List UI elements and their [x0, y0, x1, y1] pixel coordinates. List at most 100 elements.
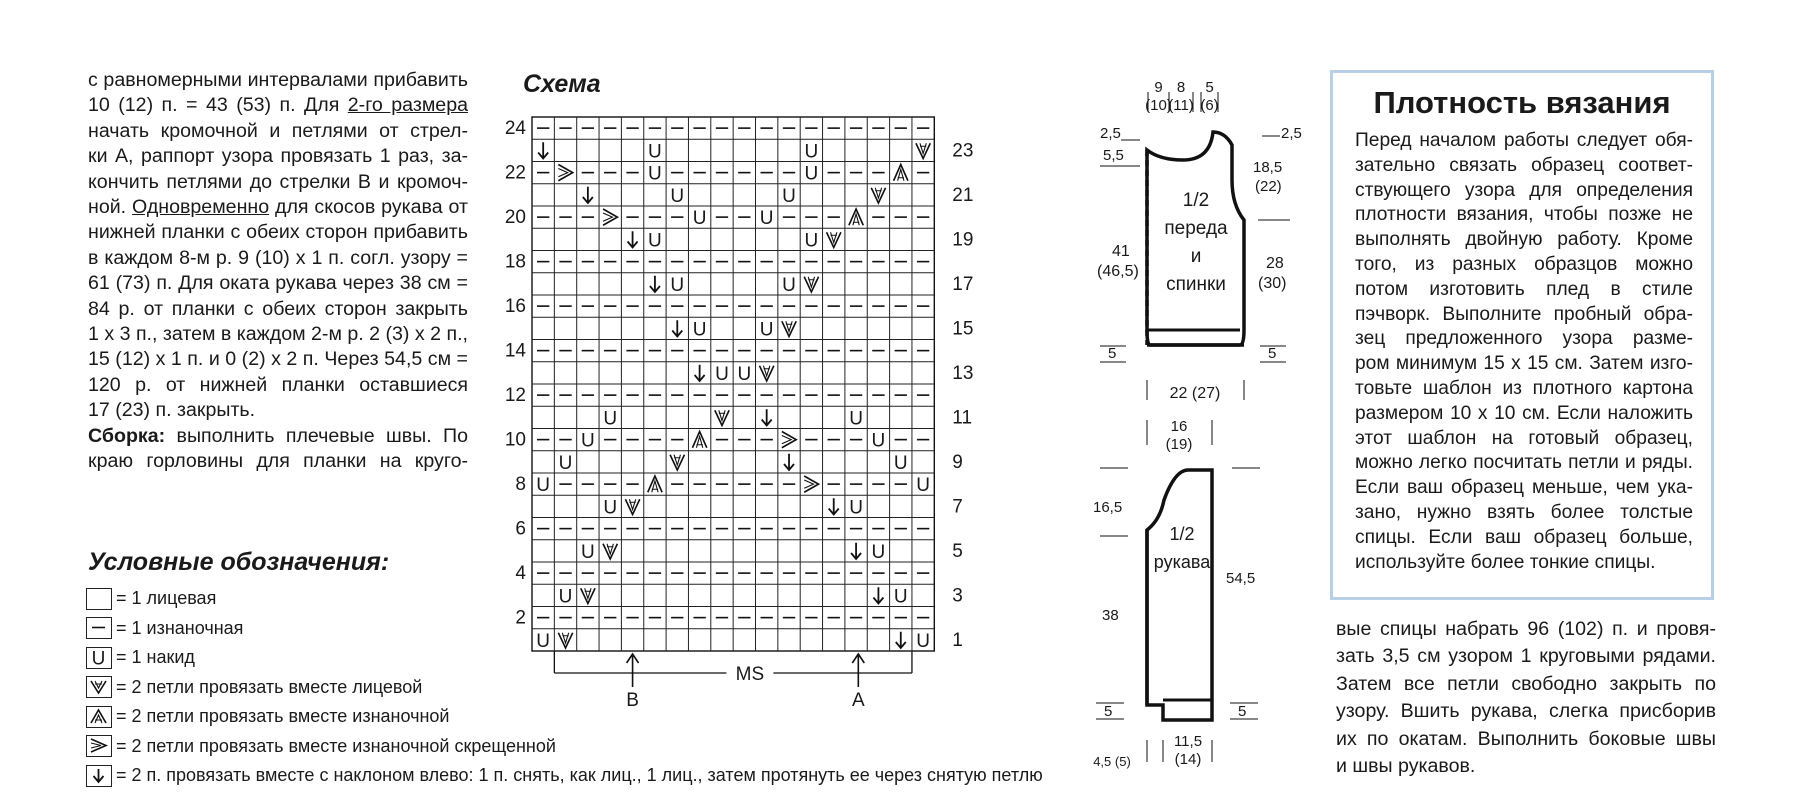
p2tog-symbol	[892, 162, 909, 182]
yarnover-symbol: U	[536, 475, 550, 496]
piece-label: переда	[1164, 218, 1228, 239]
k2tog-symbol	[624, 498, 641, 517]
yarnover-symbol: U	[760, 208, 774, 229]
legend-text: = 1 лицевая	[116, 588, 217, 609]
legend-text: = 2 петли провязать вместе изнаночной	[116, 706, 450, 727]
row-number: 14	[505, 341, 527, 362]
k2tog-symbol	[579, 587, 596, 606]
measure-label: (19)	[1166, 436, 1193, 453]
row-number: 17	[952, 274, 973, 295]
row-number: 7	[952, 496, 963, 517]
ssk-symbol	[850, 542, 862, 561]
measure-label: 5	[1238, 703, 1246, 720]
row-number: 11	[952, 407, 972, 428]
text-line: 17 (23) п. закрыть.	[88, 399, 256, 422]
density-line: ствующего узора для определения	[1355, 179, 1693, 201]
text-line: зать 3,5 см узором 1 круговыми рядами.	[1336, 645, 1716, 668]
row-number: 8	[515, 474, 526, 495]
measure-label: 18,5	[1253, 159, 1282, 176]
ssk-symbol	[693, 364, 706, 383]
yarnover-symbol: U	[849, 497, 863, 518]
yarnover-symbol: U	[894, 586, 908, 607]
k2tog-symbol	[557, 632, 574, 650]
yarnover-symbol: U	[805, 164, 819, 185]
p2tog-symbol	[691, 429, 708, 449]
arrow-label: A	[852, 690, 865, 711]
legend-title: Условные обозначения:	[88, 548, 390, 576]
right-text-column: вые спицы набрать 96 (102) п. и провя-за…	[1336, 616, 1716, 780]
row-number: 20	[505, 207, 526, 228]
legend-item: = 2 петли провязать вместе изнаночной ск…	[86, 732, 1043, 762]
legend-item: = 2 петли провязать вместе изнаночной	[86, 702, 1043, 732]
k2tog-symbol	[870, 187, 887, 205]
text-line: узору. Вшить рукава, слегка присборив	[1336, 700, 1716, 723]
text-line: 84 р. от планки с обеих сторон закрыть	[88, 297, 468, 320]
yarnover-symbol: U	[603, 497, 617, 518]
yarnover-symbol: U	[536, 631, 550, 652]
yarnover-symbol: U	[581, 431, 595, 452]
yarnover-symbol: U	[872, 431, 886, 452]
density-line: пэчворк. Выполните пробный обра-	[1355, 303, 1693, 325]
width-label: 9	[1154, 79, 1162, 96]
yarnover-symbol: U	[648, 164, 662, 185]
density-line: Перед началом работы следует обя-	[1355, 130, 1693, 151]
measure-label: 5	[1108, 345, 1116, 362]
text-line: ки А, раппорт узора провязать 1 раз, за-	[88, 145, 468, 168]
row-number: 24	[505, 118, 527, 139]
measure-label: 4,5 (5)	[1093, 754, 1131, 769]
density-line: зано, нужно взять более толстые	[1355, 501, 1693, 523]
yarnover-symbol: U	[559, 453, 573, 474]
p2tog-tbl-icon	[86, 735, 112, 758]
row-number: 22	[505, 163, 526, 184]
measure-label: 54,5	[1226, 570, 1255, 587]
p2tog-symbol	[848, 207, 864, 226]
k2tog-symbol	[915, 142, 932, 161]
k2tog-symbol	[714, 409, 730, 428]
measure-label: 2,5	[1100, 125, 1121, 142]
yarnover-symbol: U	[581, 542, 595, 563]
piece-label: и	[1191, 246, 1202, 267]
yarnover-symbol: U	[670, 186, 684, 207]
legend-text: = 2 п. провязать вместе с наклоном влево…	[116, 765, 1043, 786]
width-label: (6)	[1200, 97, 1218, 114]
yarnover-symbol: U	[715, 364, 729, 385]
row-number: 4	[515, 563, 526, 584]
yarnover-symbol: U	[916, 475, 930, 496]
row-number: 5	[952, 541, 963, 562]
legend-item: = 1 лицевая	[86, 584, 1043, 614]
text-line: начать кромочной и петлями от стрел-	[88, 119, 468, 142]
p2tog-tbl-symbol	[557, 163, 575, 182]
row-number: 12	[505, 385, 526, 406]
row-number: 3	[952, 585, 963, 606]
density-line: потом изготовить плед в стиле	[1355, 278, 1693, 300]
measure-label: 22 (27)	[1170, 385, 1221, 402]
text-line: ной. Одновременно для скосов рукава от	[88, 196, 468, 219]
yarnover-symbol: U	[670, 275, 684, 296]
k2tog-icon	[86, 676, 112, 699]
ssk-symbol	[872, 587, 885, 605]
text-line: вые спицы набрать 96 (102) п. и провя-	[1336, 618, 1716, 640]
row-number: 1	[952, 630, 963, 651]
text-line: кончить петлями до стрелки В и кромоч-	[88, 170, 468, 193]
yarnover-icon: U	[86, 646, 112, 669]
sleeve-outline	[1145, 468, 1214, 722]
knit-icon	[86, 587, 112, 610]
row-number: 2	[515, 608, 526, 629]
text-line: 61 (73) п. Для оката рукава через 38 см …	[88, 272, 468, 295]
p2tog-tbl-symbol	[602, 208, 620, 226]
row-number: 6	[515, 519, 526, 540]
piece-label: спинки	[1166, 274, 1226, 295]
p2tog-tbl-symbol	[781, 430, 798, 449]
density-text: Перед началом работы следует обя-зательн…	[1355, 129, 1693, 575]
density-line: Если ваш образец меньше, чем ука-	[1355, 477, 1693, 499]
legend-text: = 1 изнаночная	[116, 617, 244, 638]
ssk-symbol	[760, 409, 773, 427]
text-line: с равномерными интервалами прибавить	[88, 69, 468, 91]
row-number: 15	[952, 318, 973, 339]
measure-label: (14)	[1175, 751, 1202, 768]
